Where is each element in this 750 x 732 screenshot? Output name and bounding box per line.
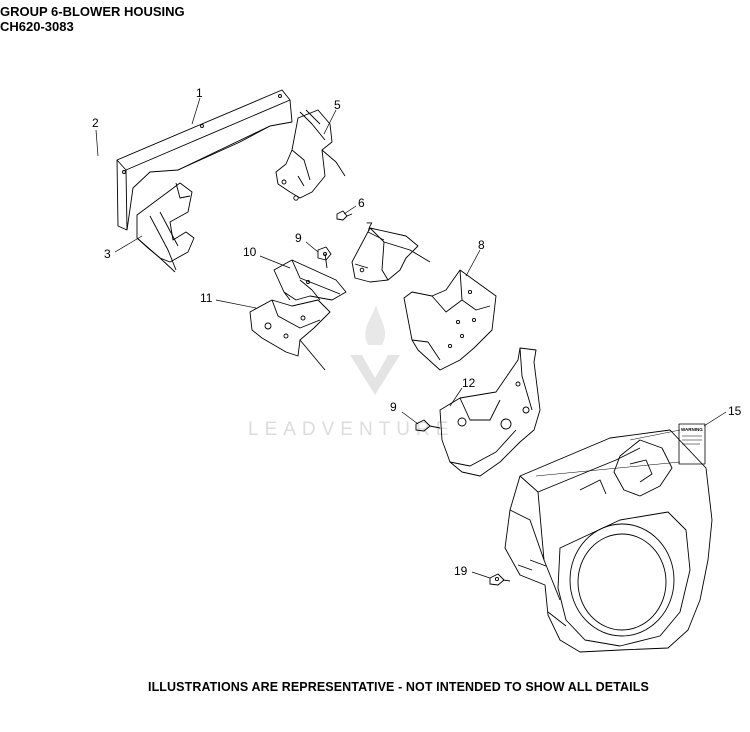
callouts: 1 2 3 5 6 7 8 9 10 11 9 12 15 19 WARNING [92,86,742,578]
part-12-baffle [439,347,541,477]
part-3-left-bracket [136,182,195,273]
part-10-bracket [273,259,347,301]
callout-15: 15 [728,404,742,418]
part-9-screw-upper [317,246,332,269]
part-6-screw [336,210,353,221]
part-1-top-bracket [116,89,293,231]
callout-9-upper: 9 [295,231,302,245]
part-8-shroud [403,269,497,371]
callout-1: 1 [196,86,203,100]
blower-housing [504,429,713,653]
callout-19: 19 [454,564,468,578]
watermark-text: LEADVENTURE [248,419,454,440]
callout-10: 10 [243,245,257,259]
part-15-warning-label [678,423,706,465]
callout-2: 2 [92,116,99,130]
callout-9-lower: 9 [390,400,397,414]
part-7-bracket [351,227,431,283]
model-code: CH620-3083 [0,19,74,34]
callout-8: 8 [478,238,485,252]
callout-7: 7 [366,220,373,234]
part-5-bracket [275,109,346,201]
callout-11: 11 [200,291,213,305]
callout-5: 5 [334,98,341,112]
callout-12: 12 [462,376,476,390]
watermark: LEADVENTURE [248,305,454,440]
group-title: GROUP 6-BLOWER HOUSING [0,4,185,19]
callout-6: 6 [358,196,365,210]
label-15-text: WARNING [681,427,703,432]
part-9-screw-lower [415,419,441,432]
callout-3: 3 [104,247,111,261]
leader-lines [95,97,727,579]
part-19-screw [489,573,511,586]
part-11-bracket [249,279,331,371]
disclaimer-footer: ILLUSTRATIONS ARE REPRESENTATIVE - NOT I… [148,680,649,694]
